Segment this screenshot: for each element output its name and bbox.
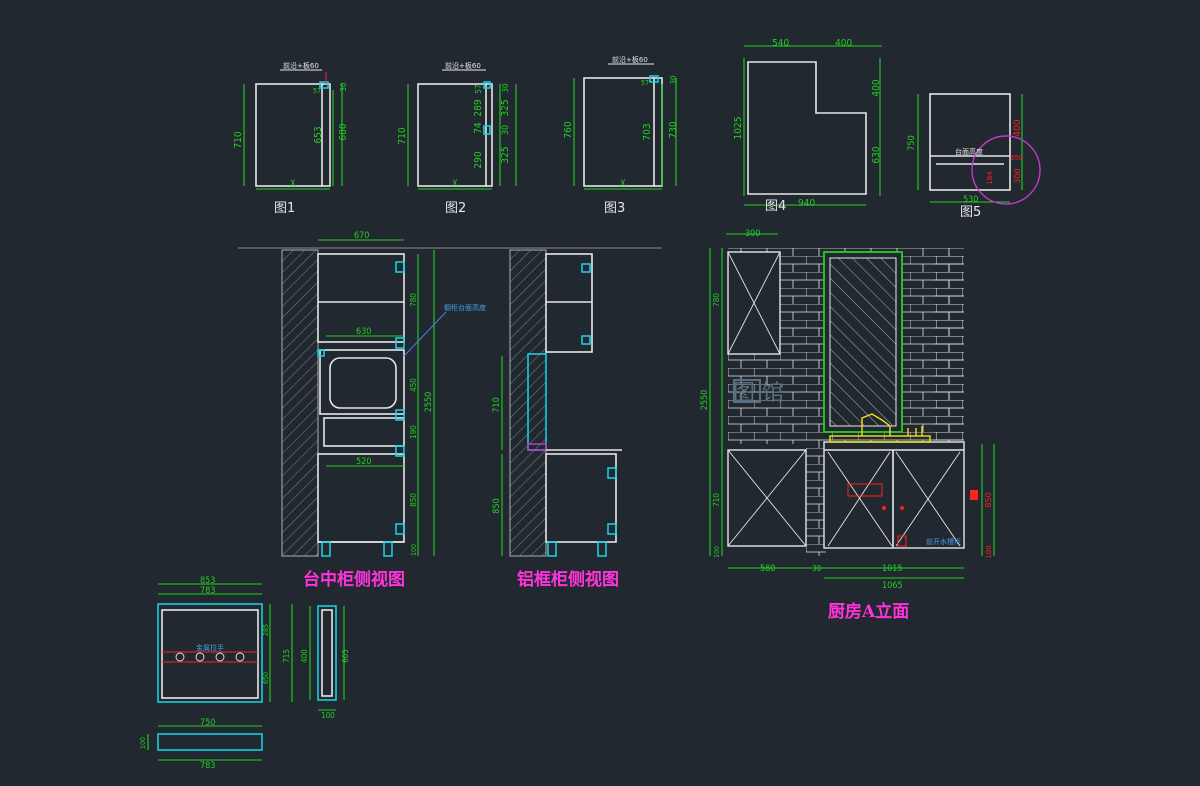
fig4-dim-400b: 400 (871, 79, 882, 96)
fig3-dim-x: X (620, 179, 626, 189)
kitchen-a-elevation: 图 馆 300 780 2550 710 100 580 30 1015 106… (700, 229, 995, 622)
ka-dim-100b: 100 (985, 545, 993, 558)
pl-dim-750: 750 (200, 718, 215, 728)
ka-dim-1065: 1065 (882, 581, 903, 591)
fig2-cabinet-section: 710 290 74 289 57 325 30 325 30 X 前沿+板60… (397, 61, 517, 216)
mc-dim-450: 450 (409, 378, 418, 392)
drawer-detail: 853 783 715 285 650 金属拉手 (157, 576, 293, 703)
fig2-dim-74: 74 (473, 122, 484, 134)
ka-dim-710: 710 (712, 493, 721, 507)
ka-dim-2550: 2550 (700, 390, 710, 411)
mc-dim-520: 520 (356, 457, 371, 467)
fig3-label: 图3 (604, 201, 625, 216)
fig1-dim-653: 653 (313, 126, 324, 143)
fig4-dim-940: 940 (798, 198, 815, 209)
al-title: 铝框柜侧视图 (517, 569, 619, 590)
ka-dim-100: 100 (713, 546, 721, 558)
fig5-dim-350: 350 (1010, 154, 1023, 162)
fig4-dim-540: 540 (772, 38, 789, 49)
plinth-detail: 750 783 100 (139, 718, 263, 771)
dr-dim-285: 285 (262, 624, 270, 636)
fig3-note: 前沿+板60 (612, 55, 648, 64)
fig2-dim-30a: 30 (501, 125, 511, 135)
ka-dim-1015: 1015 (882, 564, 903, 574)
dr-dim-783: 783 (200, 586, 215, 596)
fig3-dim-760: 760 (563, 121, 574, 138)
side-detail: 400 605 100 (300, 605, 350, 720)
dr-dim-715: 715 (282, 649, 291, 663)
fig5-detail: 750 400 530 300 350 184 台面高度 图5 (907, 93, 1041, 220)
fig4-dim-400a: 400 (835, 38, 852, 49)
dr-dim-853: 853 (200, 576, 215, 586)
ka-dim-580: 580 (760, 564, 775, 574)
ka-title: 厨房A立面 (828, 601, 909, 622)
fig5-note: 台面高度 (955, 147, 983, 156)
sd-dim-605: 605 (341, 649, 350, 663)
fig2-dim-325b: 325 (500, 99, 511, 116)
fig2-dim-x: X (452, 179, 458, 189)
fig4-dim-630: 630 (871, 146, 882, 163)
fig1-cabinet-section: 710 653 680 30 57 X 前沿+板60 图1 (233, 61, 349, 216)
ka-dim-780: 780 (712, 293, 721, 307)
middle-cabinet-side-view: 670 630 520 450 190 780 2550 850 100 橱柜台… (281, 231, 486, 590)
pl-dim-100: 100 (139, 737, 147, 749)
ka-dim-300: 300 (745, 229, 760, 239)
dr-note: 金属拉手 (196, 643, 224, 652)
fig3-dim-730: 730 (668, 121, 679, 138)
fig3-dim-30: 30 (669, 75, 678, 85)
fig1-note: 前沿+板60 (283, 61, 319, 70)
fig5-dim-184: 184 (986, 171, 994, 185)
fig5-dim-530: 530 (963, 195, 978, 205)
fig2-label: 图2 (445, 201, 466, 216)
fig3-dim-57: 57 (641, 79, 649, 87)
ka-dim-850: 850 (984, 492, 993, 507)
sd-dim-100: 100 (321, 711, 335, 720)
fig4-label: 图4 (765, 199, 786, 214)
fig2-dim-57: 57 (474, 84, 483, 93)
mc-note: 橱柜台面高度 (444, 303, 486, 312)
mc-dim-100: 100 (410, 544, 418, 556)
ka-dim-30: 30 (812, 564, 822, 573)
fig2-dim-30b: 30 (501, 83, 510, 93)
fig1-dim-x: X (290, 179, 296, 189)
fig2-dim-710: 710 (397, 127, 408, 144)
al-dim-710: 710 (492, 397, 502, 412)
mc-dim-190: 190 (409, 425, 418, 439)
fig4-counter-plan: 540 400 400 1025 630 940 图4 (733, 38, 882, 214)
ka-note: 前开水槽柜 (926, 537, 961, 546)
mc-dim-850: 850 (409, 493, 418, 507)
fig5-highlight-circle (971, 135, 1041, 205)
fig5-dim-300: 300 (1013, 168, 1022, 183)
dr-dim-650: 650 (262, 672, 270, 684)
fig3-dim-703: 703 (642, 123, 653, 140)
fig1-dim-57: 57 (313, 87, 321, 95)
aluminum-cabinet-side-view: 710 850 铝框柜侧视图 (492, 249, 622, 590)
sd-dim-400: 400 (300, 649, 309, 663)
mc-dim-670: 670 (354, 231, 369, 241)
mc-dim-780: 780 (409, 293, 418, 307)
mc-dim-2550: 2550 (424, 392, 434, 413)
fig4-dim-1025: 1025 (733, 117, 744, 140)
fig2-note: 前沿+板60 (445, 61, 481, 70)
fig1-dim-680: 680 (338, 123, 349, 140)
fig2-dim-325a: 325 (500, 146, 511, 163)
fig2-dim-289: 289 (473, 99, 484, 116)
fig1-dim-710: 710 (233, 131, 244, 148)
mc-dim-630: 630 (356, 327, 371, 337)
fig1-dim-30: 30 (339, 82, 348, 92)
fig5-dim-750: 750 (907, 135, 917, 150)
fig1-label: 图1 (274, 201, 295, 216)
fig2-dim-290: 290 (473, 151, 484, 168)
fig5-dim-400: 400 (1013, 119, 1023, 136)
fig3-cabinet-section: 760 703 730 57 30 X 前沿+板60 图3 (563, 55, 679, 216)
pl-dim-783: 783 (200, 761, 215, 771)
fig5-label: 图5 (960, 205, 981, 220)
al-dim-850: 850 (492, 498, 502, 513)
mc-title: 台中柜侧视图 (303, 569, 405, 590)
